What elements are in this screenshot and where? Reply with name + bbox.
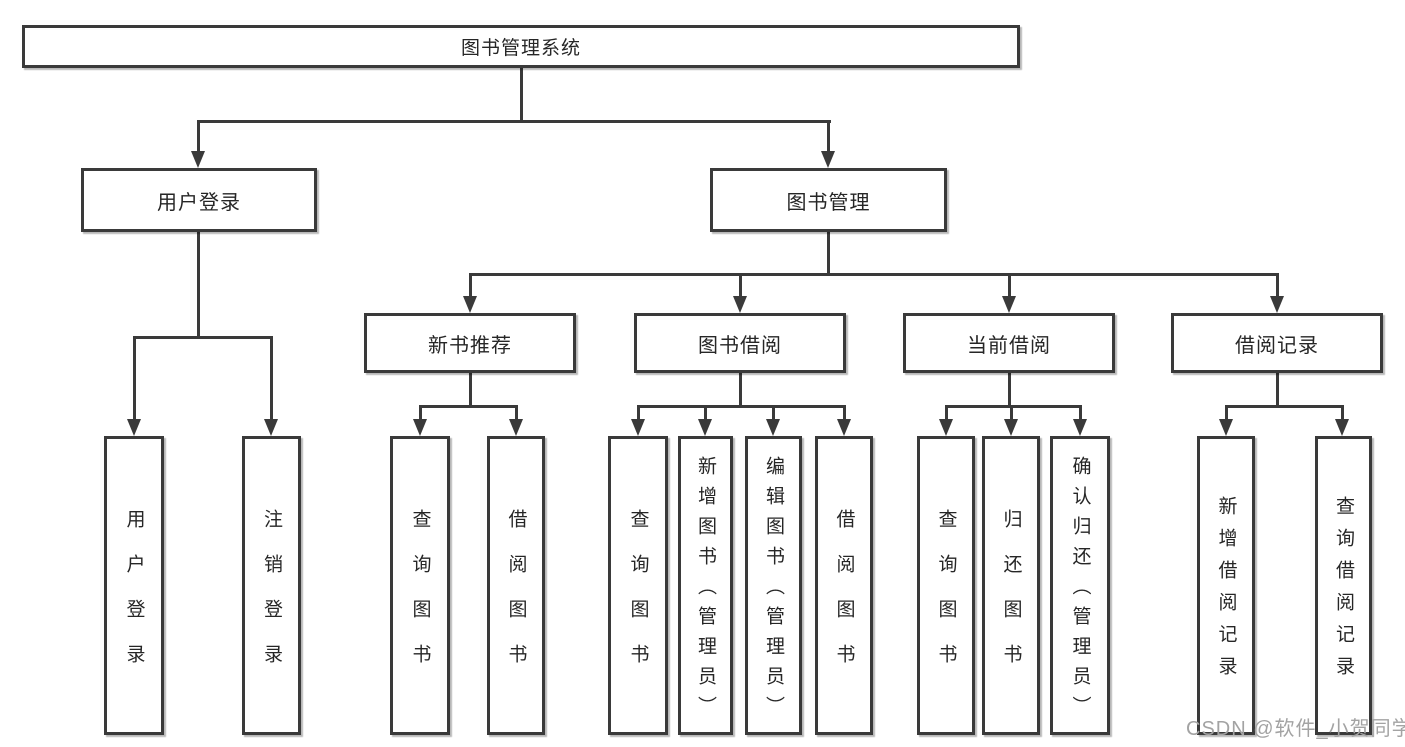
- node-label: 借阅记录: [1235, 334, 1319, 357]
- node-confirm-return-admin: 确认归还（管理员）: [1050, 436, 1110, 735]
- node-return-books: 归还图书: [982, 436, 1040, 735]
- node-label: 新增借阅记录: [1215, 496, 1237, 688]
- connector-line: [197, 120, 200, 153]
- connector-line: [469, 273, 1279, 276]
- connector-line: [1010, 405, 1013, 421]
- watermark-text: CSDN @软件_小贺同学: [1186, 718, 1405, 740]
- node-current-borrowing: 当前借阅: [903, 313, 1115, 373]
- node-label: 新书推荐: [428, 334, 512, 357]
- arrow-down-icon: [264, 419, 278, 436]
- arrow-down-icon: [1004, 419, 1018, 436]
- node-label: 编辑图书（管理员）: [763, 456, 784, 726]
- connector-line: [419, 405, 518, 408]
- connector-line: [197, 232, 200, 339]
- node-root: 图书管理系统: [22, 25, 1020, 68]
- arrow-down-icon: [1002, 296, 1016, 313]
- node-label: 用户登录: [123, 508, 145, 689]
- node-root-label: 图书管理系统: [460, 38, 581, 59]
- node-label: 查询图书: [409, 508, 431, 689]
- node-label: 借阅图书: [505, 508, 527, 689]
- node-label: 查询图书: [935, 508, 957, 689]
- connector-line: [704, 405, 707, 421]
- node-user-login: 用户登录: [104, 436, 164, 735]
- node-label: 借阅图书: [833, 508, 855, 689]
- node-label: 新增图书（管理员）: [695, 456, 716, 726]
- node-user-login-module: 用户登录: [81, 168, 317, 232]
- node-add-borrow-record: 新增借阅记录: [1197, 436, 1255, 735]
- node-query-borrow-record: 查询借阅记录: [1315, 436, 1372, 735]
- arrow-down-icon: [733, 296, 747, 313]
- connector-line: [637, 405, 640, 421]
- arrow-down-icon: [127, 419, 141, 436]
- node-label: 图书借阅: [698, 334, 782, 357]
- arrow-down-icon: [1270, 296, 1284, 313]
- arrow-down-icon: [413, 419, 427, 436]
- connector-line: [133, 336, 272, 339]
- connector-line: [1276, 373, 1279, 408]
- node-borrow-books-borrowing: 借阅图书: [815, 436, 873, 735]
- node-new-book-recommendation: 新书推荐: [364, 313, 576, 373]
- connector-line: [945, 405, 948, 421]
- node-label: 注销登录: [261, 508, 282, 689]
- node-logout: 注销登录: [242, 436, 301, 735]
- connector-line: [1225, 405, 1228, 421]
- node-book-management: 图书管理: [710, 168, 947, 232]
- connector-line: [270, 336, 273, 420]
- connector-line: [1008, 273, 1011, 299]
- connector-line: [843, 405, 846, 421]
- connector-line: [827, 232, 830, 276]
- node-label: 查询图书: [627, 508, 649, 689]
- connector-line: [739, 373, 742, 408]
- connector-line: [637, 405, 846, 408]
- connector-line: [739, 273, 742, 299]
- connector-line: [469, 273, 472, 299]
- node-query-books-current: 查询图书: [917, 436, 975, 735]
- node-query-books-recommend: 查询图书: [390, 436, 450, 735]
- arrow-down-icon: [821, 151, 835, 168]
- node-label: 图书管理: [786, 191, 871, 214]
- node-label: 查询借阅记录: [1333, 496, 1354, 688]
- arrow-down-icon: [631, 419, 645, 436]
- node-label: 用户登录: [157, 191, 241, 214]
- connector-line: [419, 405, 422, 421]
- connector-line: [197, 120, 831, 123]
- arrow-down-icon: [1335, 419, 1349, 436]
- node-label: 确认归还（管理员）: [1069, 456, 1091, 726]
- connector-line: [469, 373, 472, 408]
- connector-line: [1079, 405, 1082, 421]
- connector-line: [827, 120, 830, 153]
- node-edit-books-admin: 编辑图书（管理员）: [745, 436, 802, 735]
- arrow-down-icon: [837, 419, 851, 436]
- arrow-down-icon: [766, 419, 780, 436]
- arrow-down-icon: [698, 419, 712, 436]
- arrow-down-icon: [463, 296, 477, 313]
- connector-line: [945, 405, 1082, 408]
- connector-line: [1341, 405, 1344, 421]
- connector-line: [1276, 273, 1279, 299]
- arrow-down-icon: [509, 419, 523, 436]
- arrow-down-icon: [191, 151, 205, 168]
- node-label: 当前借阅: [967, 334, 1051, 357]
- arrow-down-icon: [1073, 419, 1087, 436]
- arrow-down-icon: [1219, 419, 1233, 436]
- node-book-borrowing: 图书借阅: [634, 313, 846, 373]
- node-label: 归还图书: [1000, 508, 1022, 689]
- connector-line: [515, 405, 518, 421]
- node-add-books-admin: 新增图书（管理员）: [678, 436, 733, 735]
- connector-line: [772, 405, 775, 421]
- node-borrow-books-recommend: 借阅图书: [487, 436, 545, 735]
- connector-line: [1008, 373, 1011, 408]
- connector-line: [133, 336, 136, 420]
- arrow-down-icon: [939, 419, 953, 436]
- connector-line: [1225, 405, 1344, 408]
- node-borrowing-records: 借阅记录: [1171, 313, 1383, 373]
- node-query-books-borrowing: 查询图书: [608, 436, 668, 735]
- connector-line: [520, 66, 523, 122]
